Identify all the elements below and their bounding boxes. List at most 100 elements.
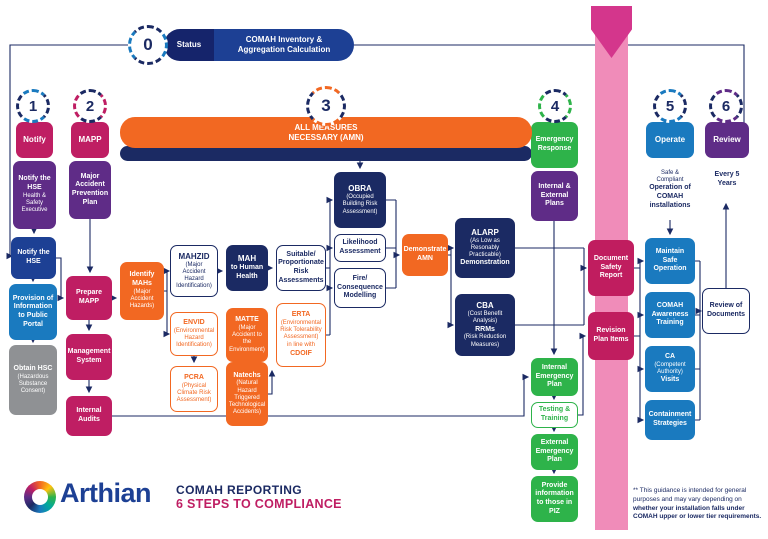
brand-name: Arthian: [60, 478, 152, 508]
likelihood-assessment-box: Likelihood Assessment: [334, 234, 386, 262]
matte-sub: (Major Accident to the Environment): [229, 325, 265, 353]
piz-pre: Provide information to those in: [535, 481, 574, 507]
notify-hse-text: Notify the HSE: [14, 249, 53, 267]
testing-training-text: Testing & Training: [538, 406, 571, 422]
envid-box: ENVID (Environmental Hazard Identificati…: [170, 312, 218, 356]
step-6-number: 6: [721, 97, 731, 115]
brand-title-line2: 6 STEPS TO COMPLIANCE: [176, 497, 342, 511]
step-1-tag-notify: Notify: [16, 122, 53, 158]
identify-mahs-box: Identify MAHs (Major Accident Hazards): [120, 262, 164, 320]
step-1-desc-bold: Notify the HSE: [18, 175, 51, 192]
mah-sub: to Human Health: [230, 264, 264, 280]
pcra-title: PCRA: [184, 373, 204, 381]
step-3-number: 3: [321, 96, 331, 115]
notify-tag-text: Notify: [23, 135, 46, 144]
cba-sub: (Cost Benefit Analysis): [467, 311, 503, 325]
matte-title: MATTE: [235, 316, 259, 324]
obra-title: OBRA: [348, 184, 372, 194]
public-portal-text: Provision of Information to Public Porta…: [12, 294, 54, 328]
step-2-number: 2: [85, 97, 95, 115]
natechs-title: Natechs: [233, 371, 261, 379]
rrms-title: RRMs: [475, 325, 495, 333]
external-ep-text: External Emergency Plan: [535, 438, 574, 464]
step-1-number: 1: [28, 97, 38, 115]
natechs-sub: (Natural Hazard Triggered Technological …: [228, 380, 266, 416]
step-6-tag-review: Review: [705, 122, 749, 158]
revision-plan-items-text: Revision Plan Items: [593, 327, 629, 343]
obtain-hsc-box: Obtain HSC (Hazardous Substance Consent): [9, 345, 57, 415]
alarp-title: ALARP: [471, 227, 499, 237]
obra-sub: (Occupied Building Risk Assessment): [342, 194, 378, 215]
comah-inventory-box: COMAH Inventory & Aggregation Calculatio…: [214, 29, 354, 61]
erta-box: ERTA (Environmental Risk Tolerability As…: [276, 303, 326, 367]
mah-human-health-box: MAH to Human Health: [226, 245, 268, 291]
step-5-number: 5: [665, 97, 675, 115]
hsc-sub: (Hazardous Substance Consent): [17, 373, 49, 394]
pcra-box: PCRA (Physical Climate Risk Assessment): [170, 366, 218, 412]
mahzid-sub: (Major Accident Hazard Identification): [176, 261, 212, 290]
erta-tail-bold: CDOIF: [290, 350, 312, 358]
fire-consequence-box: Fire/ Consequence Modelling: [334, 268, 386, 308]
step-5-desc-bold: Operation of COMAH installations: [649, 184, 691, 209]
management-system-box: Management System: [66, 334, 112, 380]
comah-training-text: COMAH Awareness Training: [651, 301, 689, 327]
step-5-desc-box: Safe & Compliant Operation of COMAH inst…: [644, 160, 696, 220]
public-portal-box: Provision of Information to Public Porta…: [9, 284, 57, 340]
hsc-bold: HSC: [37, 364, 53, 372]
step-2-tag-mapp: MAPP: [71, 122, 109, 158]
step-4-number: 4: [550, 97, 560, 115]
amn-navy-bar: [120, 146, 532, 161]
management-system-text: Management System: [67, 348, 111, 364]
step-3-circle: 3: [306, 86, 346, 126]
step-4-desc-box: Internal & External Plans: [531, 171, 578, 221]
every-5-years-text: Every 5 Years: [714, 171, 740, 187]
brand-title-line1: COMAH REPORTING: [176, 483, 302, 497]
internal-ep-text: Internal Emergency Plan: [535, 363, 574, 389]
internal-emergency-plan-box: Internal Emergency Plan: [531, 358, 578, 396]
hsc-title: Obtain HSC: [14, 365, 53, 374]
cba-rrms-box: CBA (Cost Benefit Analysis) RRMs (Risk R…: [455, 294, 515, 356]
piz-bold: PIZ: [549, 507, 560, 515]
step-0-circle: 0: [128, 25, 168, 65]
step-0-status-label: Status: [164, 29, 214, 61]
demonstrate-amn-box: Demonstrate AMN: [402, 234, 448, 276]
arthian-logo-icon: [24, 481, 56, 513]
step-0-number: 0: [143, 35, 153, 54]
step-5-circle: 5: [653, 89, 687, 123]
maintain-safe-text: Maintain Safe Operation: [653, 247, 687, 273]
internal-audits-text: Internal Audits: [76, 407, 102, 423]
erta-tail: in line with CDOIF: [280, 341, 322, 359]
step-4-circle: 4: [538, 89, 572, 123]
matte-box: MATTE (Major Accident to the Environment…: [226, 308, 268, 362]
amn-bar-line2: NECESSARY (AMN): [288, 132, 364, 142]
erta-sub: (Environmental Risk Tolerability Assessm…: [280, 319, 322, 341]
mahzid-title: MAHZID: [178, 251, 210, 261]
ca-sub: (Competent Authority): [654, 361, 686, 375]
emergency-response-text: Emergency Response: [535, 136, 574, 152]
pcra-sub: (Physical Climate Risk Assessment): [176, 382, 212, 403]
erta-title: ERTA: [291, 311, 311, 319]
mahzid-box: MAHZID (Major Accident Hazard Identifica…: [170, 245, 218, 297]
step-1-desc-box: Notify the HSE Health & Safety Executive: [13, 161, 56, 229]
review-of-documents-box: Review of Documents: [702, 288, 750, 334]
ca-visits-box: CA (Competent Authority) Visits: [645, 346, 695, 392]
erta-tail-normal: in line with: [286, 342, 315, 349]
footnote: ** This guidance is intended for general…: [633, 487, 763, 522]
prepare-mapp-box: Prepare MAPP: [66, 276, 112, 320]
alarp-box: ALARP (As Low as Resonably Practicable) …: [455, 218, 515, 278]
operate-tag-text: Operate: [654, 135, 686, 144]
identify-mahs-sub: (Major Accident Hazards): [129, 288, 155, 310]
piz-text: Provide information to those in PIZ: [534, 482, 575, 517]
footnote-normal: ** This guidance is intended for general…: [633, 487, 747, 503]
internal-audits-box: Internal Audits: [66, 396, 112, 436]
notify-hse-pre: Notify the: [17, 249, 50, 257]
step-6-desc-box: Every 5 Years: [705, 160, 749, 200]
step-4-desc-text: Internal & External Plans: [538, 182, 571, 208]
inventory-line1: COMAH Inventory &: [245, 35, 323, 44]
suitable-risk-assessments-box: Suitable/ Proportionate Risk Assessments: [276, 245, 326, 291]
rrms-sub: (Risk Reduction Measures): [463, 334, 507, 348]
step-6-circle: 6: [709, 89, 743, 123]
review-tag-text: Review: [713, 135, 741, 144]
